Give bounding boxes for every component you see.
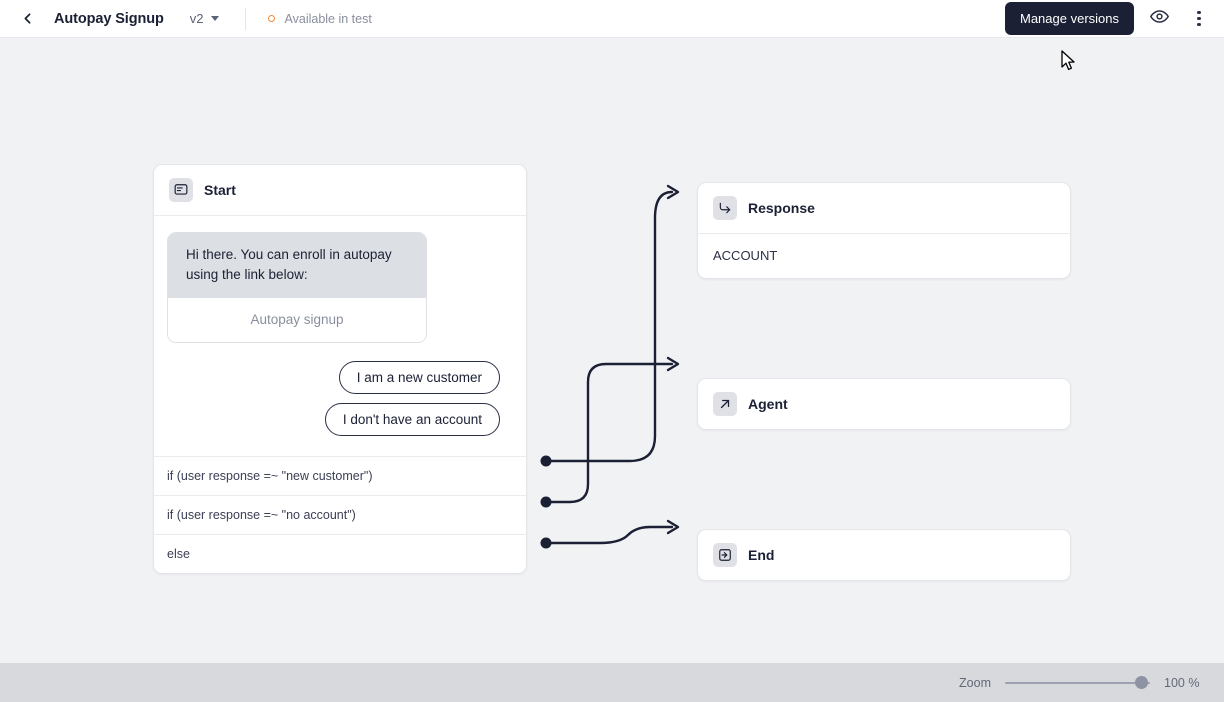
- edge-source-dots: [540, 455, 552, 549]
- quick-replies: I am a new customer I don't have an acco…: [167, 361, 513, 436]
- app-header: Autopay Signup v2 Available in test Mana…: [0, 0, 1224, 38]
- message-bubble: Hi there. You can enroll in autopay usin…: [167, 232, 427, 343]
- node-agent-title: Agent: [748, 396, 788, 412]
- node-end-header: End: [698, 530, 1070, 580]
- node-response-header: Response: [698, 183, 1070, 233]
- eye-icon: [1149, 7, 1169, 31]
- kebab-menu-icon: [1197, 10, 1201, 27]
- reply-no-account[interactable]: I don't have an account: [324, 403, 500, 436]
- autopay-signup-link[interactable]: Autopay signup: [250, 312, 344, 327]
- node-response[interactable]: Response ACCOUNT: [697, 182, 1071, 279]
- node-start-body: Hi there. You can enroll in autopay usin…: [154, 216, 526, 456]
- chevron-down-icon: [210, 16, 219, 21]
- manage-versions-button[interactable]: Manage versions: [1005, 2, 1134, 35]
- message-bubble-link-area[interactable]: Autopay signup: [168, 298, 426, 342]
- status-text: Available in test: [284, 11, 372, 26]
- condition-row-new-customer[interactable]: if (user response =~ "new customer"): [154, 456, 526, 495]
- arrowhead-agent: [666, 356, 680, 372]
- flow-edges: [540, 184, 680, 549]
- zoom-slider[interactable]: [1005, 675, 1150, 690]
- node-response-body: ACCOUNT: [698, 234, 1070, 278]
- reply-new-customer[interactable]: I am a new customer: [338, 361, 500, 394]
- node-agent-header: Agent: [698, 379, 1070, 429]
- zoom-label: Zoom: [959, 675, 991, 690]
- more-options-button[interactable]: [1184, 4, 1214, 34]
- corner-down-right-icon: [713, 196, 737, 220]
- page-title: Autopay Signup: [54, 10, 164, 27]
- node-response-divider: [698, 233, 1070, 234]
- back-button[interactable]: [12, 4, 42, 34]
- status-dot-icon: [267, 15, 275, 22]
- node-start[interactable]: Start Hi there. You can enroll in autopa…: [153, 164, 527, 574]
- header-actions: Manage versions: [1005, 2, 1224, 35]
- chevron-left-icon: [19, 10, 36, 27]
- preview-button[interactable]: [1144, 4, 1174, 34]
- node-agent[interactable]: Agent: [697, 378, 1071, 430]
- version-dropdown[interactable]: v2: [186, 8, 223, 29]
- version-label: v2: [189, 11, 204, 26]
- condition-row-no-account[interactable]: if (user response =~ "no account"): [154, 495, 526, 534]
- node-end[interactable]: End: [697, 529, 1071, 581]
- header-divider: [244, 7, 246, 30]
- message-square-icon: [169, 178, 193, 202]
- node-start-header: Start: [154, 165, 526, 215]
- message-bubble-text-area: Hi there. You can enroll in autopay usin…: [168, 233, 426, 298]
- flow-canvas[interactable]: Start Hi there. You can enroll in autopa…: [0, 38, 1224, 663]
- status-badge: Available in test: [267, 11, 372, 26]
- node-end-title: End: [748, 547, 775, 563]
- arrow-up-right-icon: [713, 392, 737, 416]
- response-value: ACCOUNT: [713, 248, 778, 263]
- node-response-title: Response: [748, 200, 815, 216]
- arrowhead-response: [666, 184, 680, 200]
- arrowhead-end: [666, 519, 680, 535]
- zoom-slider-track: [1005, 681, 1150, 684]
- bottom-toolbar: Zoom 100 %: [0, 663, 1224, 702]
- node-start-divider: [154, 215, 526, 216]
- zoom-slider-handle[interactable]: [1135, 675, 1148, 689]
- message-text: Hi there. You can enroll in autopay usin…: [186, 247, 392, 282]
- node-start-title: Start: [204, 182, 236, 198]
- zoom-value: 100 %: [1164, 675, 1200, 690]
- condition-row-else[interactable]: else: [154, 534, 526, 573]
- log-in-icon: [713, 543, 737, 567]
